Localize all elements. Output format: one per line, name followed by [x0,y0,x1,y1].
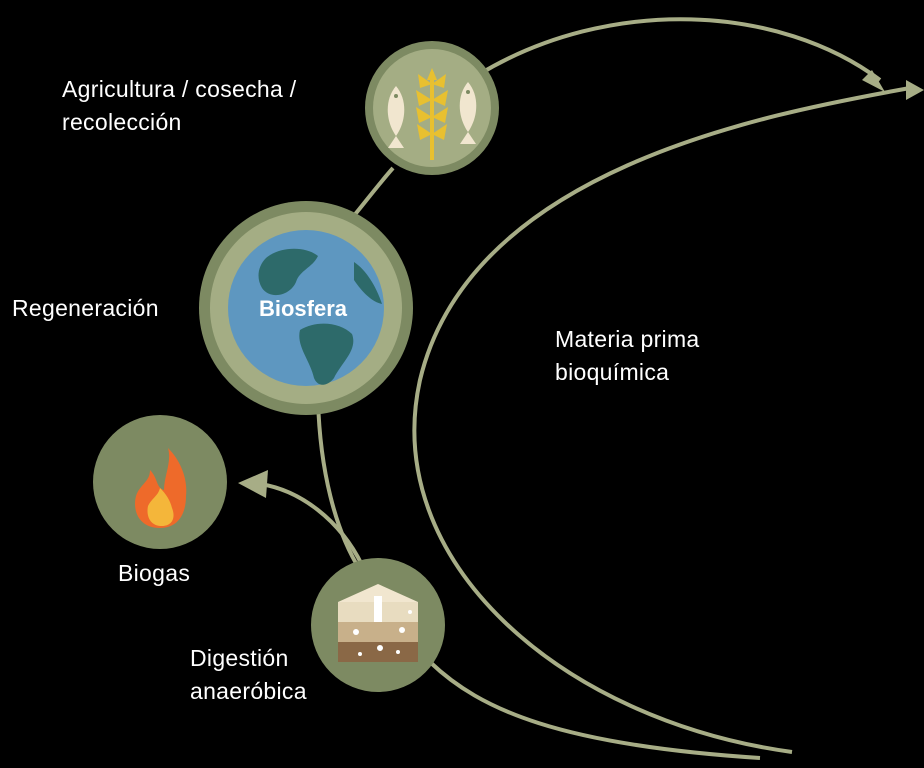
soil-layers-icon [338,584,418,662]
digestion-label-line1: Digestión [190,645,289,671]
digestion-label-line2: anaeróbica [190,678,307,704]
biosphere-node [199,201,413,415]
agriculture-node [365,41,499,175]
digestion-label: Digestión anaeróbica [190,642,307,708]
earth-globe-icon [258,248,382,385]
feedstock-label-line1: Materia prima [555,326,700,352]
biogas-node [93,415,227,549]
arrow-digestion-out [428,660,761,760]
arrowhead-icon [862,70,885,92]
connector-agriculture-biosphere [350,166,395,220]
arrowhead-icon [906,80,924,100]
arrowhead-icon [238,470,268,498]
connector-biosphere-digestion [316,399,362,572]
biogas-label: Biogas [118,560,191,586]
big-feedstock-arc [412,86,911,754]
agriculture-label: Agricultura / cosecha / recolección [62,73,296,139]
fish-wheat-fish-icon [387,68,477,160]
regeneration-label: Regeneración [12,295,159,321]
arrow-agriculture-to-right [476,17,882,82]
biosphere-label: Biosfera [258,296,348,321]
flame-icon [135,448,187,528]
feedstock-label: Materia prima bioquímica [555,323,700,389]
agriculture-label-line2: recolección [62,109,182,135]
feedstock-label-line2: bioquímica [555,359,670,385]
arrow-digestion-to-biogas [259,482,364,566]
agriculture-label-line1: Agricultura / cosecha / [62,76,297,102]
digestion-node [311,558,445,692]
